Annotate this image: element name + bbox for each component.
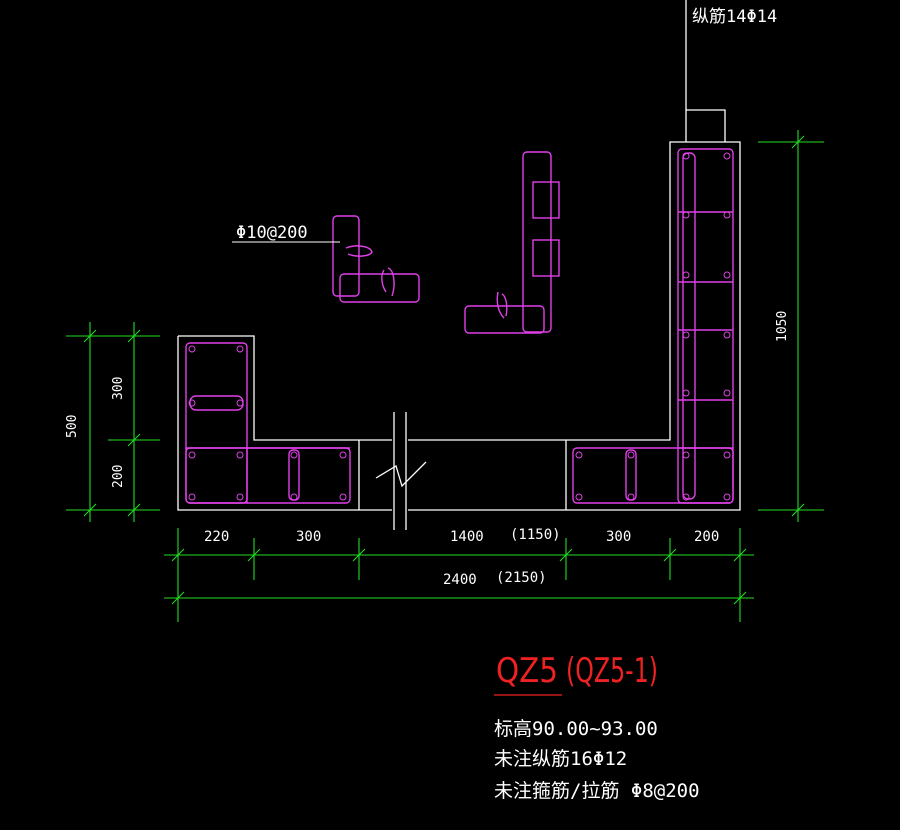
top-rebar-note: 纵筋14Φ14 xyxy=(692,7,777,27)
dim-right-total: 1050 xyxy=(775,311,790,342)
dim-bottom-1400: 1400 xyxy=(450,529,484,545)
dimension-lines xyxy=(66,130,824,622)
dim-bottom-300b: 300 xyxy=(606,529,631,545)
rebar-dots-left xyxy=(188,345,347,501)
drawing-title: QZ5 xyxy=(496,651,558,691)
stirrup-note: Φ10@200 xyxy=(236,223,308,243)
wall-outline xyxy=(177,0,741,530)
dim-overall: 2400 xyxy=(443,572,477,588)
dim-left-total: 500 xyxy=(65,415,80,438)
dim-left-bottom: 200 xyxy=(111,465,126,488)
dim-bottom-200: 200 xyxy=(694,529,719,545)
rebar-layout xyxy=(185,148,734,504)
note-long-rebar: 未注纵筋16Φ12 xyxy=(494,748,627,770)
rebar-dots-right xyxy=(682,152,731,501)
note-stirrup-tie: 未注箍筋/拉筋 Φ8@200 xyxy=(494,780,700,802)
dim-bottom-1150: (1150) xyxy=(510,527,561,543)
dim-bottom-300a: 300 xyxy=(296,529,321,545)
drawing-title-alt: (QZ5-1) xyxy=(566,651,658,691)
dim-left-top: 300 xyxy=(111,377,126,400)
dim-overall-alt: (2150) xyxy=(496,570,547,586)
note-elevation: 标高90.00~93.00 xyxy=(494,718,658,740)
dim-bottom-220: 220 xyxy=(204,529,229,545)
